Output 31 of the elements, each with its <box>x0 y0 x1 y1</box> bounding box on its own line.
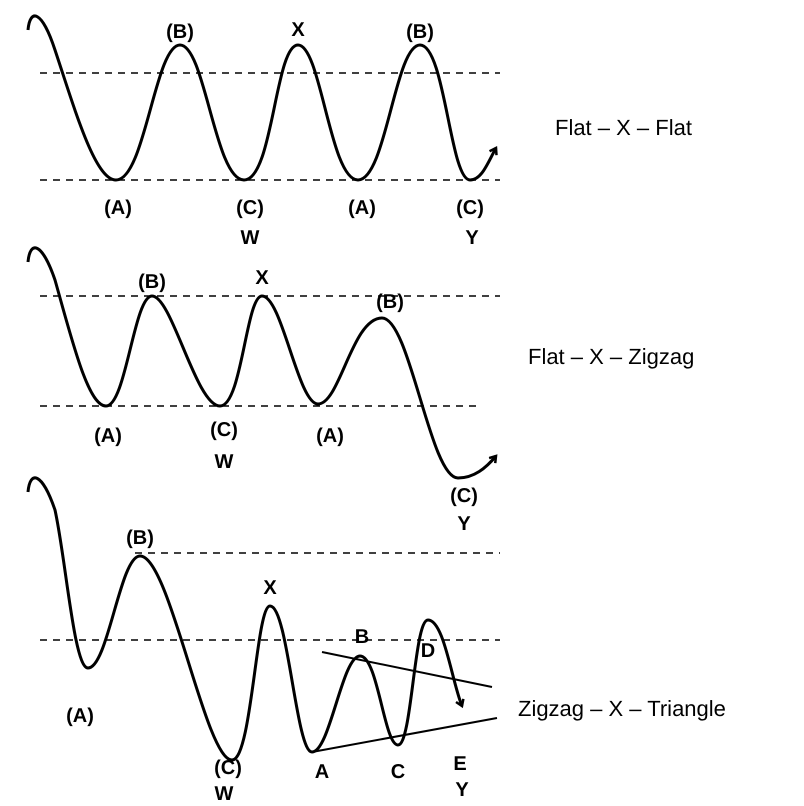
wave-point-label: (C) <box>214 758 242 778</box>
wave-point-label: W <box>214 452 234 472</box>
wave-point-label: C <box>390 762 406 782</box>
wave-point-label: W <box>214 784 234 804</box>
wave-point-label: (A) <box>348 198 376 218</box>
pattern-name: Flat – X – Zigzag <box>528 346 694 368</box>
wave-point-label: (A) <box>104 198 132 218</box>
wave-point-label: Y <box>455 780 469 800</box>
wave-point-label: (B) <box>138 272 166 292</box>
wave-point-label: D <box>420 641 436 661</box>
wave-point-label: X <box>291 20 305 40</box>
wave-point-label: Y <box>465 228 479 248</box>
wave-point-label: (B) <box>376 292 404 312</box>
wave-point-label: (B) <box>166 22 194 42</box>
wave-point-label: W <box>240 228 260 248</box>
wave-point-label: E <box>453 754 467 774</box>
wave-point-label: A <box>314 762 330 782</box>
pattern-name: Zigzag – X – Triangle <box>518 698 726 720</box>
pattern-name: Flat – X – Flat <box>555 117 692 139</box>
wave-point-label: (C) <box>450 486 478 506</box>
wave-point-label: (A) <box>66 706 94 726</box>
wave-point-label: X <box>263 578 277 598</box>
wave-point-label: X <box>255 268 269 288</box>
wave-point-label: (A) <box>316 426 344 446</box>
wave-point-label: (C) <box>456 198 484 218</box>
wave-point-label: Y <box>457 514 471 534</box>
wave-point-label: (C) <box>210 420 238 440</box>
wave-point-label: (A) <box>94 426 122 446</box>
wave-point-label: (B) <box>406 22 434 42</box>
wave-point-label: (C) <box>236 198 264 218</box>
wave-point-label: (B) <box>126 528 154 548</box>
